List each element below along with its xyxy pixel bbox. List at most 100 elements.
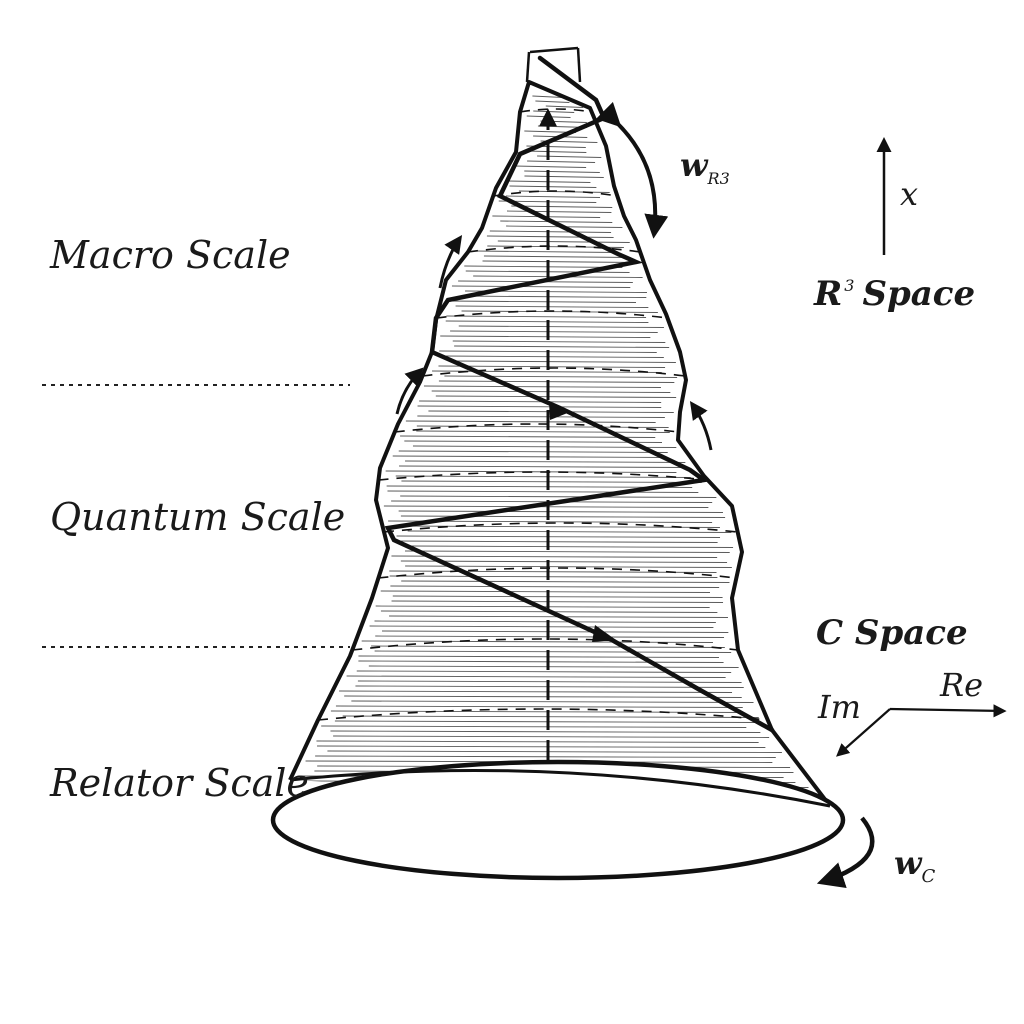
hatch-line <box>392 455 668 458</box>
back-ring <box>352 638 739 651</box>
hatch-line <box>355 685 744 688</box>
hatch-line <box>382 630 729 633</box>
hatch-line <box>358 660 724 663</box>
hatch-line <box>458 325 664 328</box>
hatch-line <box>509 185 597 188</box>
hatch-line <box>524 175 604 178</box>
back-ring <box>383 522 738 533</box>
hatch-line <box>400 560 728 563</box>
omega-c-sub: C <box>922 866 936 887</box>
hatch-line <box>398 510 723 513</box>
hatch-line <box>368 665 739 668</box>
hatch-line <box>344 695 742 698</box>
hatch-line <box>396 535 721 538</box>
hatch-line <box>405 565 732 568</box>
re-axis-label: Re <box>939 666 983 704</box>
hatch-line <box>417 415 665 418</box>
back-ring <box>436 310 668 319</box>
c-space-label: C Space <box>816 613 968 653</box>
hatch-line <box>486 235 614 238</box>
hatch-line <box>416 430 670 433</box>
hatch-line <box>392 595 723 598</box>
hatch-line <box>358 655 719 658</box>
back-ring <box>519 108 592 113</box>
spiral-path <box>384 55 775 733</box>
hatch-line <box>375 635 725 638</box>
hatch-line <box>455 305 649 308</box>
hatch-line <box>464 265 623 268</box>
omega-r3-arrow <box>595 101 669 239</box>
hatch-line <box>351 700 754 703</box>
hatch-line <box>474 250 617 253</box>
hatch-line <box>404 440 663 443</box>
hatch-line <box>361 640 713 643</box>
r3-space-rest: Space <box>862 274 975 314</box>
hatch-line <box>389 575 718 578</box>
hatch-line <box>316 740 759 743</box>
flow-arrow-left-lower <box>395 367 424 415</box>
hatch-line <box>407 530 732 533</box>
hatch-line <box>532 95 564 98</box>
hatch-line <box>438 365 666 368</box>
hatch-line <box>400 495 717 498</box>
hatch-line <box>330 730 761 733</box>
cone-outline <box>288 80 832 808</box>
hatch-line <box>339 690 733 693</box>
hatch-line <box>450 330 658 333</box>
hatch-line <box>390 585 720 588</box>
hatch-line <box>374 650 732 653</box>
back-ring <box>317 708 768 721</box>
hatch-line <box>507 210 612 213</box>
hatch-line <box>461 310 658 313</box>
hatch-line <box>330 710 743 713</box>
x-axis-label: x <box>900 175 918 213</box>
flow-arrow-right <box>689 401 713 451</box>
hatch-line <box>483 255 631 258</box>
hatch-line <box>357 680 742 683</box>
hatch-line <box>396 525 720 528</box>
hatch-line <box>401 580 730 583</box>
back-ring <box>422 367 686 377</box>
hatch-line <box>394 540 718 543</box>
hatch-line <box>386 485 693 488</box>
hatch-line <box>482 260 635 263</box>
hatch-line <box>438 380 675 383</box>
omega-c-label: wC <box>894 844 936 887</box>
hatch-line <box>443 355 664 358</box>
spiral-arrow-upper <box>549 402 570 420</box>
hatch-line <box>342 715 759 718</box>
back-ring <box>467 245 641 253</box>
back-ring <box>394 423 679 433</box>
base-ellipse <box>270 759 846 881</box>
hatch-line <box>400 435 656 438</box>
omega-r3-label: wR3 <box>680 146 730 188</box>
hatch-line <box>497 240 630 243</box>
hatch-line <box>356 670 732 673</box>
hatch-line <box>412 445 677 448</box>
hatch-line <box>315 755 776 758</box>
hatch-line <box>346 675 726 678</box>
hatch-line <box>444 375 678 378</box>
hatch-line <box>335 705 743 708</box>
hatch-line <box>489 230 612 233</box>
hatch-line <box>389 570 717 573</box>
hatch-line <box>446 315 647 318</box>
hatch-line <box>431 390 671 393</box>
omega-c-main: w <box>894 844 923 882</box>
hatch-line <box>527 160 596 163</box>
hatch-line <box>401 480 702 483</box>
base-back-rim <box>289 768 831 808</box>
hatch-line <box>409 545 734 548</box>
hatch-line <box>452 360 676 363</box>
back-ring <box>378 471 708 481</box>
quantum-scale-label: Quantum Scale <box>50 495 345 539</box>
back-ring <box>493 190 618 197</box>
hatch-line <box>525 150 587 153</box>
hatch-line <box>514 165 587 168</box>
hatch-line <box>533 110 575 113</box>
hatch-line <box>405 420 656 423</box>
hatch-line <box>535 100 570 103</box>
hatch-line <box>405 460 686 463</box>
hatch-line <box>391 600 724 603</box>
